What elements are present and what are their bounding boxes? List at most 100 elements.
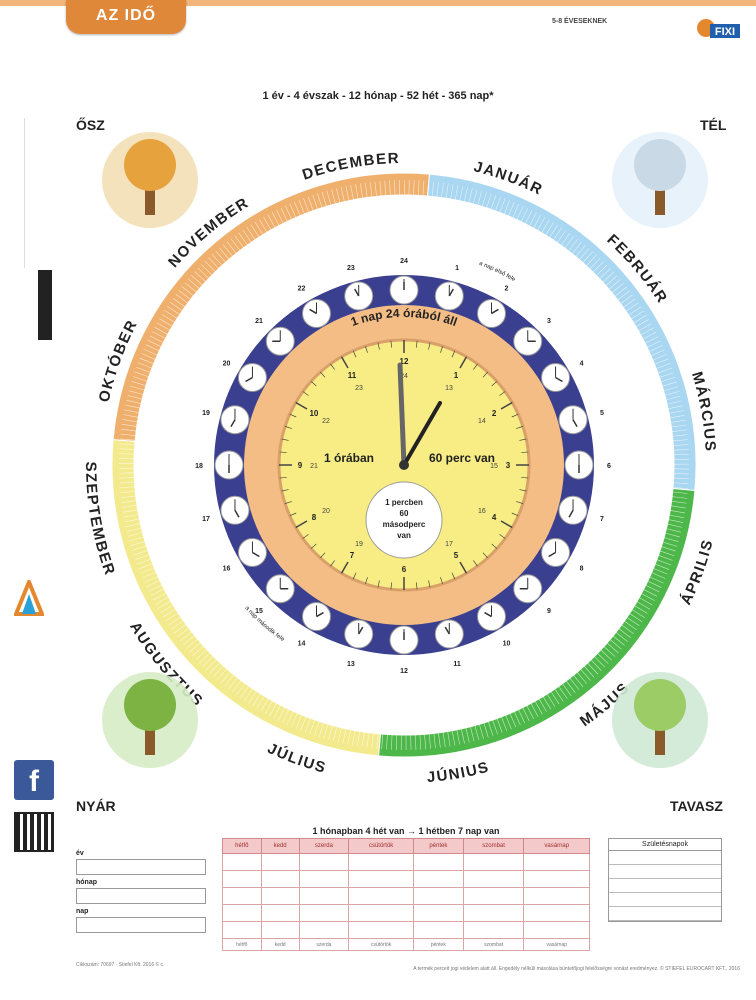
mini-clock-hand — [230, 419, 236, 428]
day-tick — [303, 198, 310, 213]
day-tick — [542, 696, 552, 710]
mini-clock-hand — [491, 308, 499, 315]
clock-hour-number: 2 — [492, 409, 497, 418]
day-tick — [361, 732, 365, 747]
seconds-dial — [365, 481, 443, 559]
day-tick — [447, 731, 451, 747]
day-tick — [127, 395, 143, 400]
day-tick — [125, 523, 141, 528]
hour-number: 5 — [600, 410, 604, 417]
month-field[interactable] — [76, 888, 206, 904]
day-tick — [128, 390, 144, 395]
app-store-badge — [38, 270, 52, 340]
year-field[interactable] — [76, 859, 206, 875]
day-tick — [557, 230, 567, 243]
day-tick — [668, 519, 684, 523]
day-tick — [546, 693, 556, 707]
day-tick — [656, 363, 671, 370]
day-tick — [147, 339, 162, 348]
hour-clock — [541, 363, 571, 392]
day-tick — [474, 725, 480, 741]
day-tick — [150, 588, 165, 596]
day-tick — [646, 340, 661, 348]
day-tick — [651, 572, 666, 579]
day-tick — [549, 224, 558, 238]
day-tick — [122, 504, 138, 508]
day-tick — [659, 372, 674, 378]
month-table-title: 1 hónapban 4 hét van → 1 hétben 7 nap va… — [312, 826, 500, 836]
day-tick — [662, 541, 678, 547]
day-tick — [121, 424, 137, 427]
month-table: hétfő kedd szerda csütörtök péntek szomb… — [222, 838, 590, 951]
day-tick — [537, 217, 546, 231]
day-tick — [652, 353, 667, 361]
day-tick — [141, 353, 156, 360]
day-tick — [486, 193, 492, 209]
day-tick — [294, 201, 301, 216]
day-tick — [641, 593, 655, 601]
clock-inner-number: 19 — [355, 541, 363, 548]
day-tick — [630, 310, 644, 320]
day-tick — [157, 600, 171, 609]
hour-number: 11 — [453, 661, 461, 668]
top-bar — [0, 0, 756, 6]
day-tick — [119, 486, 135, 489]
day-tick — [164, 310, 178, 319]
day-field[interactable] — [76, 917, 206, 933]
minute-tick — [519, 438, 527, 441]
hour-number: 3 — [547, 318, 551, 325]
day-tick — [234, 235, 244, 248]
day-tick — [175, 294, 189, 304]
day-tick — [168, 616, 181, 626]
day-tick — [501, 716, 508, 731]
day-tick — [219, 247, 230, 260]
clock-hour-number: 5 — [454, 551, 459, 560]
hour-clock — [265, 326, 295, 356]
day-tick — [355, 184, 359, 199]
day-tick — [342, 728, 347, 744]
day-tick — [564, 235, 575, 249]
day-tick — [526, 705, 534, 719]
birthday-line[interactable] — [609, 865, 721, 879]
hour-clock — [389, 625, 419, 655]
day-tick — [650, 349, 665, 357]
day-tick — [665, 395, 681, 401]
birthday-line[interactable] — [609, 879, 721, 893]
day-tick — [600, 649, 612, 661]
day-tick — [149, 335, 164, 343]
calendar-subtitle: 1 év - 4 évszak - 12 hónap - 52 hét - 36… — [262, 90, 494, 102]
day-tick — [160, 604, 174, 614]
hour-clock — [220, 495, 250, 525]
footer-right: A termék perceit jogi védelem alatt áll.… — [413, 966, 740, 972]
day-tick — [148, 584, 163, 592]
title-tab: AZ IDŐ — [66, 0, 186, 34]
birthday-line[interactable] — [609, 907, 721, 921]
hour-number: 24 — [400, 258, 408, 265]
table-row — [222, 904, 590, 922]
day-tick — [226, 241, 237, 254]
day-tick — [663, 386, 679, 392]
day-tick — [386, 734, 388, 750]
mini-clock-hand — [316, 611, 324, 618]
clock-center — [399, 460, 409, 470]
day-tick — [626, 617, 640, 627]
day-tick — [672, 434, 688, 437]
day-tick — [144, 576, 159, 583]
day-tick — [216, 668, 228, 681]
day-tick — [586, 254, 597, 267]
day-tick — [137, 362, 153, 369]
clock-hour-number: 12 — [400, 357, 409, 366]
birthday-line[interactable] — [609, 893, 721, 907]
day-tick — [599, 268, 611, 280]
day-tick — [248, 690, 257, 704]
hour-number: 19 — [202, 410, 210, 417]
minute-tick — [390, 340, 393, 348]
birthday-line[interactable] — [609, 851, 721, 865]
day-tick — [560, 233, 571, 246]
day-tick — [550, 691, 560, 705]
day-tick — [433, 733, 436, 749]
tree-trunk-icon — [655, 175, 665, 215]
day-tick — [657, 367, 673, 374]
day-tick — [553, 227, 562, 241]
day-tick — [130, 385, 145, 391]
